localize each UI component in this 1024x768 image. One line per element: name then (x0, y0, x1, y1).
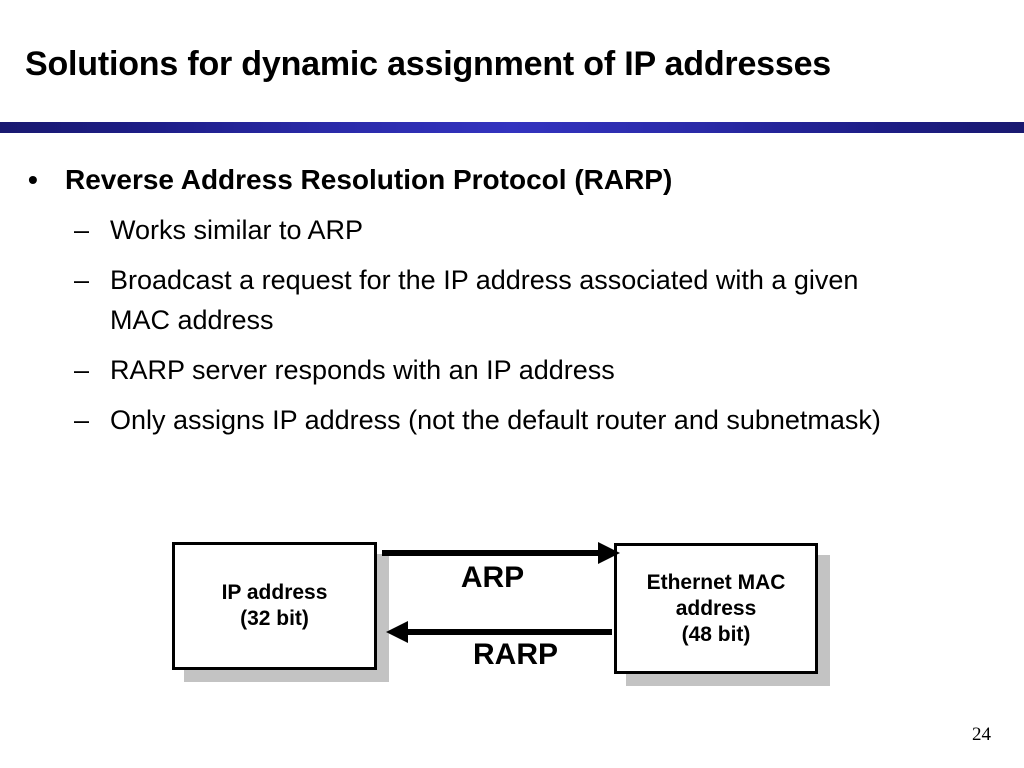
sub-bullet-item-broadcast-request: – Broadcast a request for the IP address… (0, 260, 1024, 340)
ip-address-box-line1: IP address (221, 581, 328, 604)
ip-address-box-line2: (32 bit) (240, 607, 309, 630)
sub-bullet-item-rarp-server: – RARP server responds with an IP addres… (0, 350, 1024, 390)
mac-address-box-line1: Ethernet MAC (646, 570, 786, 594)
sub-bullet-text: Broadcast a request for the IP address a… (110, 265, 859, 335)
arrow-label-rarp: RARP (472, 638, 558, 671)
sub-bullet-text: RARP server responds with an IP address (110, 355, 615, 385)
title-divider (0, 122, 1024, 133)
bullet-marker-dash: – (74, 355, 90, 385)
sub-bullet-text: Works similar to ARP (110, 215, 364, 245)
ip-address-box: IP address (32 bit) (172, 542, 377, 670)
bullet-marker-dot: • (28, 164, 38, 195)
sub-bullet-item-only-assigns: – Only assigns IP address (not the defau… (0, 400, 1024, 440)
bullet-list: • Reverse Address Resolution Protocol (R… (0, 160, 1024, 440)
page-title: Solutions for dynamic assignment of IP a… (25, 45, 831, 83)
page-number: 24 (972, 724, 991, 745)
mac-address-box-line3: (48 bit) (681, 622, 751, 646)
arrow-label-arp: ARP (460, 561, 525, 594)
bullet-marker-dash: – (74, 215, 90, 245)
arrow-rarp (386, 621, 612, 643)
sub-bullet-item-works-similar: – Works similar to ARP (0, 210, 1024, 250)
mac-address-box: Ethernet MAC address (48 bit) (614, 543, 818, 674)
bullet-marker-dash: – (74, 265, 90, 295)
bullet-marker-dash: – (74, 405, 90, 435)
sub-bullet-text: Only assigns IP address (not the default… (110, 405, 881, 435)
arrow-arp (382, 542, 620, 564)
bullet-item-rarp: • Reverse Address Resolution Protocol (R… (0, 160, 1024, 200)
bullet-text: Reverse Address Resolution Protocol (RAR… (65, 164, 673, 195)
mac-address-box-line2: address (675, 596, 757, 620)
